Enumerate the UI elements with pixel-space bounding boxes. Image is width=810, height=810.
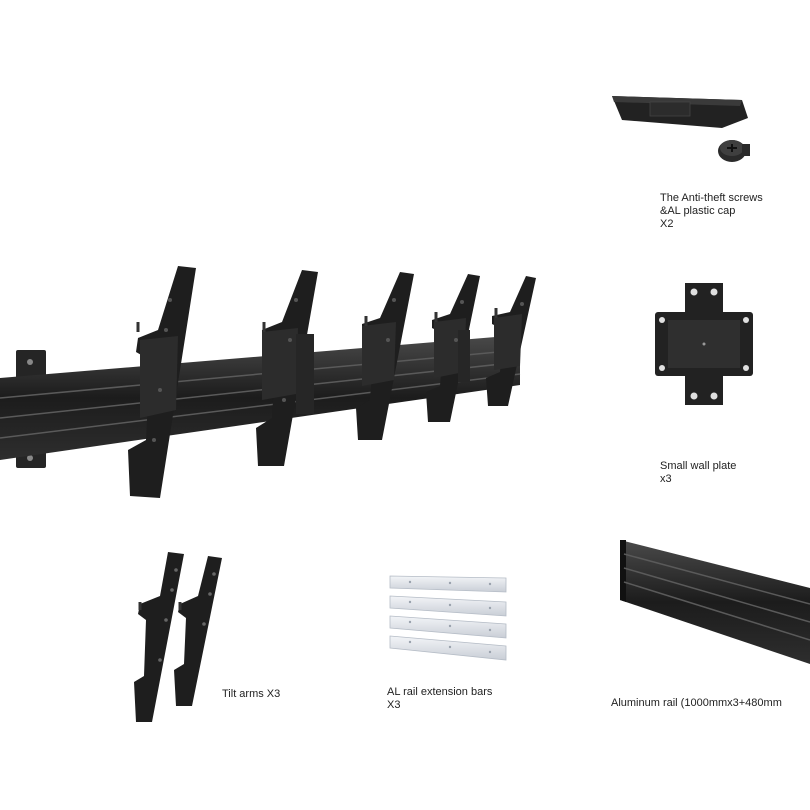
caption-screws-line3: X2	[660, 218, 674, 230]
caption-extension-bars-line2: X3	[387, 699, 401, 711]
loose-tilt-arm-right	[174, 556, 222, 706]
caption-extension-bars-line1: AL rail extension bars	[387, 686, 493, 698]
extension-bar-1	[389, 575, 507, 593]
assembled-rail	[0, 266, 536, 498]
tilt-arm-5	[486, 276, 536, 406]
extension-bars	[389, 575, 507, 661]
caption-screws: The Anti-theft screws &AL plastic cap X2	[660, 192, 763, 231]
anti-theft-screw	[718, 140, 750, 162]
loose-aluminum-rail	[620, 540, 810, 664]
caption-wall-plate-line1: Small wall plate	[660, 460, 737, 472]
extension-bar-3	[389, 615, 507, 639]
extension-bar-2	[389, 595, 507, 617]
tilt-arm-3	[356, 272, 414, 440]
tilt-arm-1	[128, 266, 196, 498]
plastic-cap	[612, 96, 748, 128]
caption-extension-bars: AL rail extension bars X3	[387, 686, 492, 712]
caption-rail: Aluminum rail (1000mmx3+480mm	[611, 697, 782, 710]
extension-bar-4	[389, 635, 507, 661]
caption-rail-line1: Aluminum rail (1000mmx3+480mm	[611, 697, 782, 709]
small-wall-plate	[655, 283, 753, 405]
tilt-arm-2	[256, 270, 318, 466]
caption-screws-line2: &AL plastic cap	[660, 205, 736, 217]
caption-tilt-arms-line1: Tilt arms X3	[222, 688, 281, 700]
caption-wall-plate-line2: x3	[660, 473, 672, 485]
caption-tilt-arms: Tilt arms X3	[222, 688, 280, 701]
caption-screws-line1: The Anti-theft screws	[660, 192, 763, 204]
caption-wall-plate: Small wall plate x3	[660, 460, 736, 486]
loose-tilt-arm-left	[134, 552, 184, 722]
